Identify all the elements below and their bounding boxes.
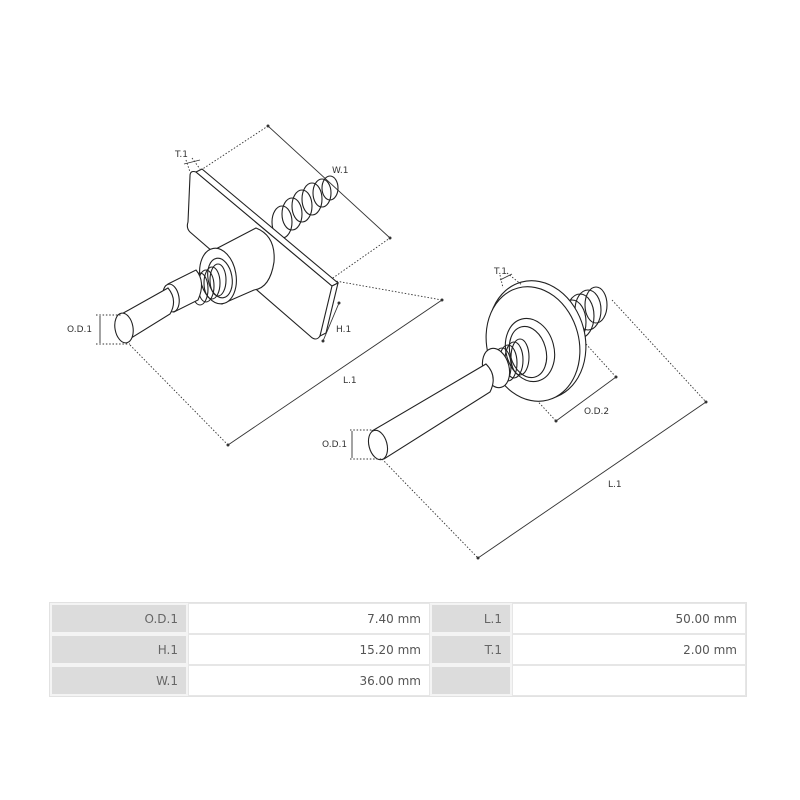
spec-value: 15.20 mm	[188, 634, 430, 665]
table-row: O.D.1 7.40 mm L.1 50.00 mm	[50, 603, 746, 634]
left-l1-label: L.1	[343, 376, 357, 386]
right-od1-label: O.D.1	[322, 440, 347, 450]
right-od2-label: O.D.2	[584, 407, 609, 417]
right-washer	[485, 280, 587, 402]
right-t1-label: T.1	[493, 267, 507, 277]
spec-value: 36.00 mm	[188, 665, 430, 696]
right-part-drawing: L.1 O.D.2	[322, 267, 708, 560]
left-spring	[271, 175, 339, 239]
spec-label: H.1	[50, 634, 188, 665]
spec-label: L.1	[430, 603, 512, 634]
right-l1-label: L.1	[608, 480, 622, 490]
left-w1-label: W.1	[332, 166, 348, 176]
spec-label: W.1	[50, 665, 188, 696]
left-h1-label: H.1	[336, 325, 351, 335]
table-row: W.1 36.00 mm	[50, 665, 746, 696]
left-t1-label: T.1	[174, 150, 188, 160]
spec-value: 50.00 mm	[512, 603, 746, 634]
left-od1-label: O.D.1	[67, 325, 92, 335]
spec-label: T.1	[430, 634, 512, 665]
specifications-table: O.D.1 7.40 mm L.1 50.00 mm H.1 15.20 mm …	[49, 602, 747, 697]
spec-label-empty	[430, 665, 512, 696]
spec-value-empty	[512, 665, 746, 696]
technical-drawing: W.1 L.1	[67, 124, 708, 560]
spec-value: 7.40 mm	[188, 603, 430, 634]
spec-value: 2.00 mm	[512, 634, 746, 665]
spec-label: O.D.1	[50, 603, 188, 634]
table-row: H.1 15.20 mm T.1 2.00 mm	[50, 634, 746, 665]
left-part-drawing: W.1 L.1	[67, 124, 444, 447]
